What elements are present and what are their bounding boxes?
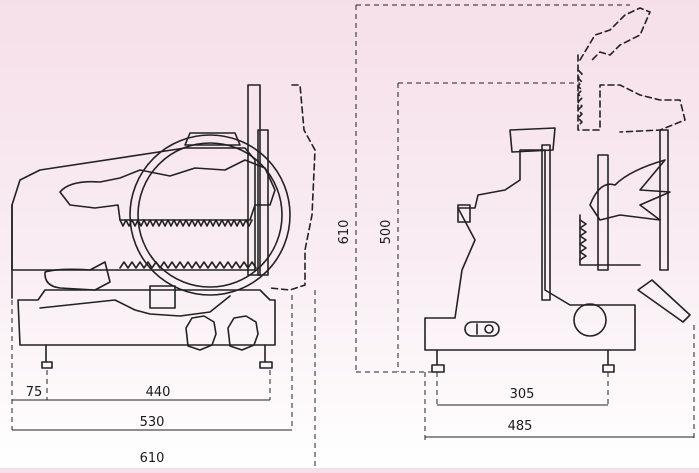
motor-housing: [184, 132, 241, 146]
front-column-right: [659, 129, 669, 271]
adjust-knob-front: [185, 315, 217, 351]
dim-label-610-bottom: 610: [140, 451, 165, 466]
front-raised-serration: [577, 69, 583, 127]
foot-right: [259, 344, 273, 369]
front-switch-dot: [484, 324, 494, 334]
guide-post-front: [257, 129, 269, 276]
side-view-dashed-arm: [269, 84, 316, 291]
body-shell: [11, 147, 256, 271]
foot-left: [41, 344, 53, 369]
base-body: [17, 289, 276, 346]
front-side-knob: [457, 204, 471, 223]
dim-label-500-height: 500: [379, 220, 394, 245]
meat-serration: [119, 219, 253, 227]
front-view-dashed: [577, 7, 686, 133]
front-view-machine: [424, 127, 691, 373]
blade-disc: [129, 134, 291, 296]
guide-post-rear: [247, 84, 261, 276]
side-view-machine: [11, 84, 291, 369]
front-column-left: [597, 154, 609, 271]
blade-inner-ring: [137, 142, 283, 288]
front-handle: [637, 279, 691, 323]
dim-label-440: 440: [146, 385, 171, 400]
tray-ridges: [119, 261, 257, 269]
dim-label-305: 305: [510, 387, 535, 402]
raised-arm-dashed: [269, 84, 316, 291]
front-raised-meat-body: [577, 54, 686, 133]
front-carriage-tray: [579, 214, 641, 266]
dim-label-485: 485: [508, 419, 533, 434]
front-serration: [579, 219, 587, 261]
adjust-knob-rear: [227, 315, 259, 351]
carriage-block: [149, 285, 176, 309]
front-body: [424, 149, 636, 351]
front-top-head: [509, 127, 556, 153]
front-blade-guard: [541, 144, 551, 301]
front-switch-panel: [464, 321, 500, 337]
front-foot-right: [602, 349, 615, 373]
dimension-bars: [12, 399, 694, 438]
meat-outline: [59, 159, 276, 221]
front-foot-left: [431, 349, 445, 373]
carriage-handle: [44, 261, 111, 291]
front-adjust-knob: [573, 303, 607, 337]
dim-label-610-height: 610: [337, 220, 352, 245]
front-raised-meat-top: [579, 7, 651, 63]
front-meat-outline: [589, 159, 671, 221]
dim-label-530: 530: [140, 415, 165, 430]
dim-label-75: 75: [26, 385, 43, 400]
base-contour: [39, 295, 231, 317]
dimension-lines: [11, 4, 695, 468]
